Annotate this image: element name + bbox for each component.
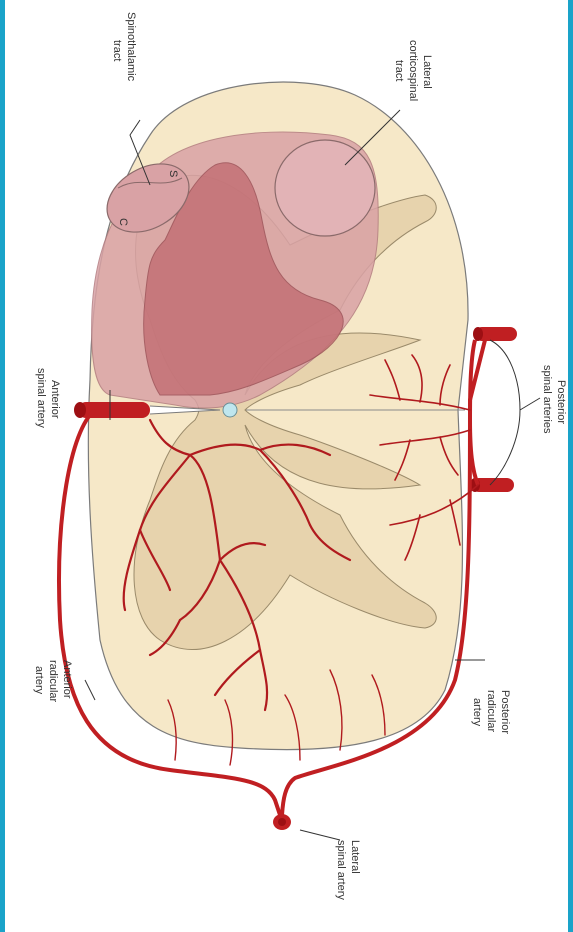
svg-text:artery: artery (471, 698, 483, 727)
svg-text:corticospinal: corticospinal (407, 40, 419, 101)
svg-text:spinal artery: spinal artery (35, 368, 47, 428)
label-lateral-corticospinal-tract: Lateral corticospinal tract (393, 40, 433, 101)
svg-text:Lateral: Lateral (421, 55, 433, 89)
central-canal (223, 403, 237, 417)
svg-text:Anterior: Anterior (49, 380, 61, 419)
svg-text:tract: tract (111, 40, 123, 61)
posterior-connecting-artery (470, 340, 478, 485)
svg-text:spinal arteries: spinal arteries (541, 365, 553, 434)
lateral-corticospinal-tract-region (275, 140, 375, 236)
c-marker: C (117, 218, 129, 226)
svg-text:artery: artery (33, 666, 45, 695)
svg-text:tract: tract (393, 60, 405, 81)
svg-text:Anterior: Anterior (61, 660, 73, 699)
svg-text:Lateral: Lateral (349, 840, 361, 874)
left-accent-bar (0, 0, 5, 932)
label-spinothalamic-tract: Spinothalamic tract (111, 12, 137, 82)
svg-text:Posterior: Posterior (555, 380, 567, 424)
posterior-spinal-artery-upper (473, 327, 517, 341)
svg-text:spinal artery: spinal artery (335, 840, 347, 900)
svg-text:radicular: radicular (47, 660, 59, 703)
label-posterior-spinal-arteries: Posterior spinal arteries (541, 365, 567, 434)
right-accent-bar (568, 0, 573, 932)
label-posterior-radicular-artery: Posterior radicular artery (471, 690, 511, 734)
label-anterior-spinal-artery: Anterior spinal artery (35, 368, 61, 428)
svg-text:Posterior: Posterior (499, 690, 511, 734)
lateral-spinal-artery-vessel (273, 814, 291, 830)
label-anterior-radicular-artery: Anterior radicular artery (33, 660, 73, 703)
label-lateral-spinal-artery: Lateral spinal artery (335, 840, 361, 900)
s-marker: S (167, 170, 179, 177)
anterior-spinal-artery-vessel (74, 402, 150, 418)
svg-text:radicular: radicular (485, 690, 497, 733)
svg-text:Spinothalamic: Spinothalamic (125, 12, 137, 82)
